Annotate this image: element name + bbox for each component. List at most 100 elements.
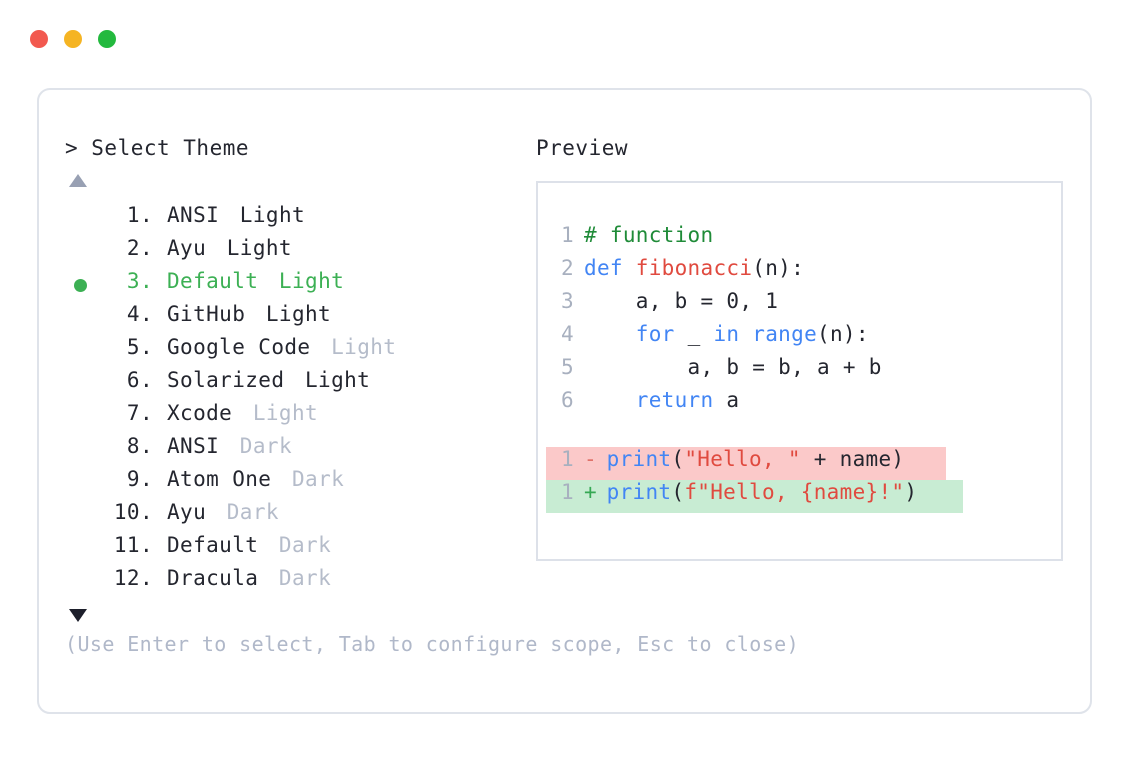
selected-bullet-icon — [65, 467, 95, 500]
code-token: a, b = — [584, 289, 727, 313]
theme-item-variant: Dark — [265, 566, 332, 590]
code-token: 0 — [726, 289, 740, 313]
theme-item-name: Xcode — [167, 401, 233, 425]
theme-item-variant: Dark — [213, 500, 279, 524]
diff-marker: + — [584, 480, 597, 504]
theme-list-item[interactable]: 3. Default Light — [65, 269, 535, 302]
theme-list-item[interactable]: 4. GitHub Light — [65, 302, 535, 335]
code-token: + name) — [800, 447, 905, 471]
selected-bullet-icon — [65, 368, 95, 401]
diff-highlight — [546, 447, 946, 480]
theme-list-item[interactable]: 2.Ayu Light — [65, 236, 535, 269]
line-number: 1 — [561, 447, 574, 471]
theme-list-item[interactable]: 8.ANSI Dark — [65, 434, 535, 467]
code-spacer — [538, 421, 1061, 447]
theme-item-name: Ayu — [167, 500, 207, 524]
code-token: f"Hello, {name}!" — [684, 480, 905, 504]
code-line: 6 return a — [538, 388, 1061, 421]
selected-bullet-icon — [65, 500, 95, 533]
line-number: 4 — [561, 322, 574, 346]
theme-item-name: Default — [167, 533, 259, 557]
theme-item-name: Dracula — [167, 566, 259, 590]
theme-list-item[interactable]: 7.Xcode Light — [65, 401, 535, 434]
selected-bullet-icon — [65, 335, 95, 368]
theme-list-item[interactable]: 6.Solarized Light — [65, 368, 535, 401]
theme-item-variant: Light — [252, 302, 332, 326]
selected-bullet-icon — [65, 533, 95, 566]
theme-item-name: GitHub — [167, 302, 246, 326]
theme-item-name: Default — [167, 269, 259, 293]
diff-highlight — [546, 480, 963, 513]
theme-item-name: Ayu — [167, 236, 207, 260]
theme-item-name: Google Code — [167, 335, 311, 359]
line-number: 3 — [561, 289, 574, 313]
theme-item-variant: Light — [226, 203, 306, 227]
theme-item-variant: Light — [291, 368, 371, 392]
theme-list-item[interactable]: 1.ANSI Light — [65, 203, 535, 236]
selected-bullet-icon — [65, 302, 95, 335]
code-text: # function — [584, 223, 713, 247]
line-number: 1 — [561, 480, 574, 504]
line-number: 2 — [561, 256, 574, 280]
code-line: 3 a, b = 0, 1 — [538, 289, 1061, 322]
keyboard-hint: (Use Enter to select, Tab to configure s… — [65, 632, 800, 656]
code-text: a, b = 0, 1 — [584, 289, 778, 313]
code-token: (n): — [752, 256, 805, 280]
theme-item-name: ANSI — [167, 434, 220, 458]
theme-item-number: 12. — [113, 566, 153, 590]
theme-item-number: 2. — [126, 236, 153, 260]
theme-list-item[interactable]: 10. Ayu Dark — [65, 500, 535, 533]
selected-bullet-icon — [65, 203, 95, 236]
theme-item-name: ANSI — [167, 203, 220, 227]
theme-item-number: 4. — [126, 302, 153, 326]
theme-item-variant: Dark — [278, 467, 345, 491]
triangle-down-icon[interactable] — [69, 609, 87, 622]
theme-item-number: 11. — [113, 533, 153, 557]
theme-item-variant: Dark — [265, 533, 332, 557]
code-token: return — [635, 388, 714, 412]
theme-item-variant: Light — [318, 335, 397, 359]
selected-bullet-icon — [65, 236, 95, 269]
theme-list-item[interactable]: 5. Google Code Light — [65, 335, 535, 368]
code-token: , — [739, 289, 766, 313]
theme-item-number: 6. — [126, 368, 153, 392]
code-token: # function — [584, 223, 714, 247]
theme-item-number: 5. — [126, 335, 153, 359]
code-token: def — [584, 256, 636, 280]
theme-item-number: 10. — [113, 500, 153, 524]
preview-label: Preview — [536, 136, 629, 160]
code-token — [584, 388, 636, 412]
code-line: 5 a, b = b, a + b — [538, 355, 1061, 388]
triangle-up-icon[interactable] — [69, 174, 87, 187]
code-token: (n): — [817, 322, 869, 346]
code-token: 1 — [765, 289, 779, 313]
prompt-label: > Select Theme — [65, 136, 250, 160]
minimize-button[interactable] — [64, 30, 82, 48]
theme-list-item[interactable]: 9.Atom One Dark — [65, 467, 535, 500]
theme-list-item[interactable]: 11. Default Dark — [65, 533, 535, 566]
code-token: ( — [671, 447, 685, 471]
code-token: ) — [904, 480, 918, 504]
code-token: print — [606, 447, 672, 471]
theme-item-number: 9. — [126, 467, 153, 491]
theme-item-variant: Light — [265, 269, 345, 293]
code-line: 4 for _ in range(n): — [538, 322, 1061, 355]
theme-item-variant: Light — [239, 401, 319, 425]
selected-bullet-icon — [65, 401, 95, 434]
close-button[interactable] — [30, 30, 48, 48]
theme-item-number: 3. — [126, 269, 153, 293]
code-token: in range — [713, 322, 818, 346]
window-traffic-lights — [30, 30, 116, 48]
selected-bullet-icon — [65, 434, 95, 467]
maximize-button[interactable] — [98, 30, 116, 48]
theme-list-item[interactable]: 12. Dracula Dark — [65, 566, 535, 599]
selected-bullet-icon — [65, 566, 95, 599]
line-number: 1 — [561, 223, 574, 247]
code-token: a — [713, 388, 740, 412]
code-text: a, b = b, a + b — [584, 355, 882, 379]
